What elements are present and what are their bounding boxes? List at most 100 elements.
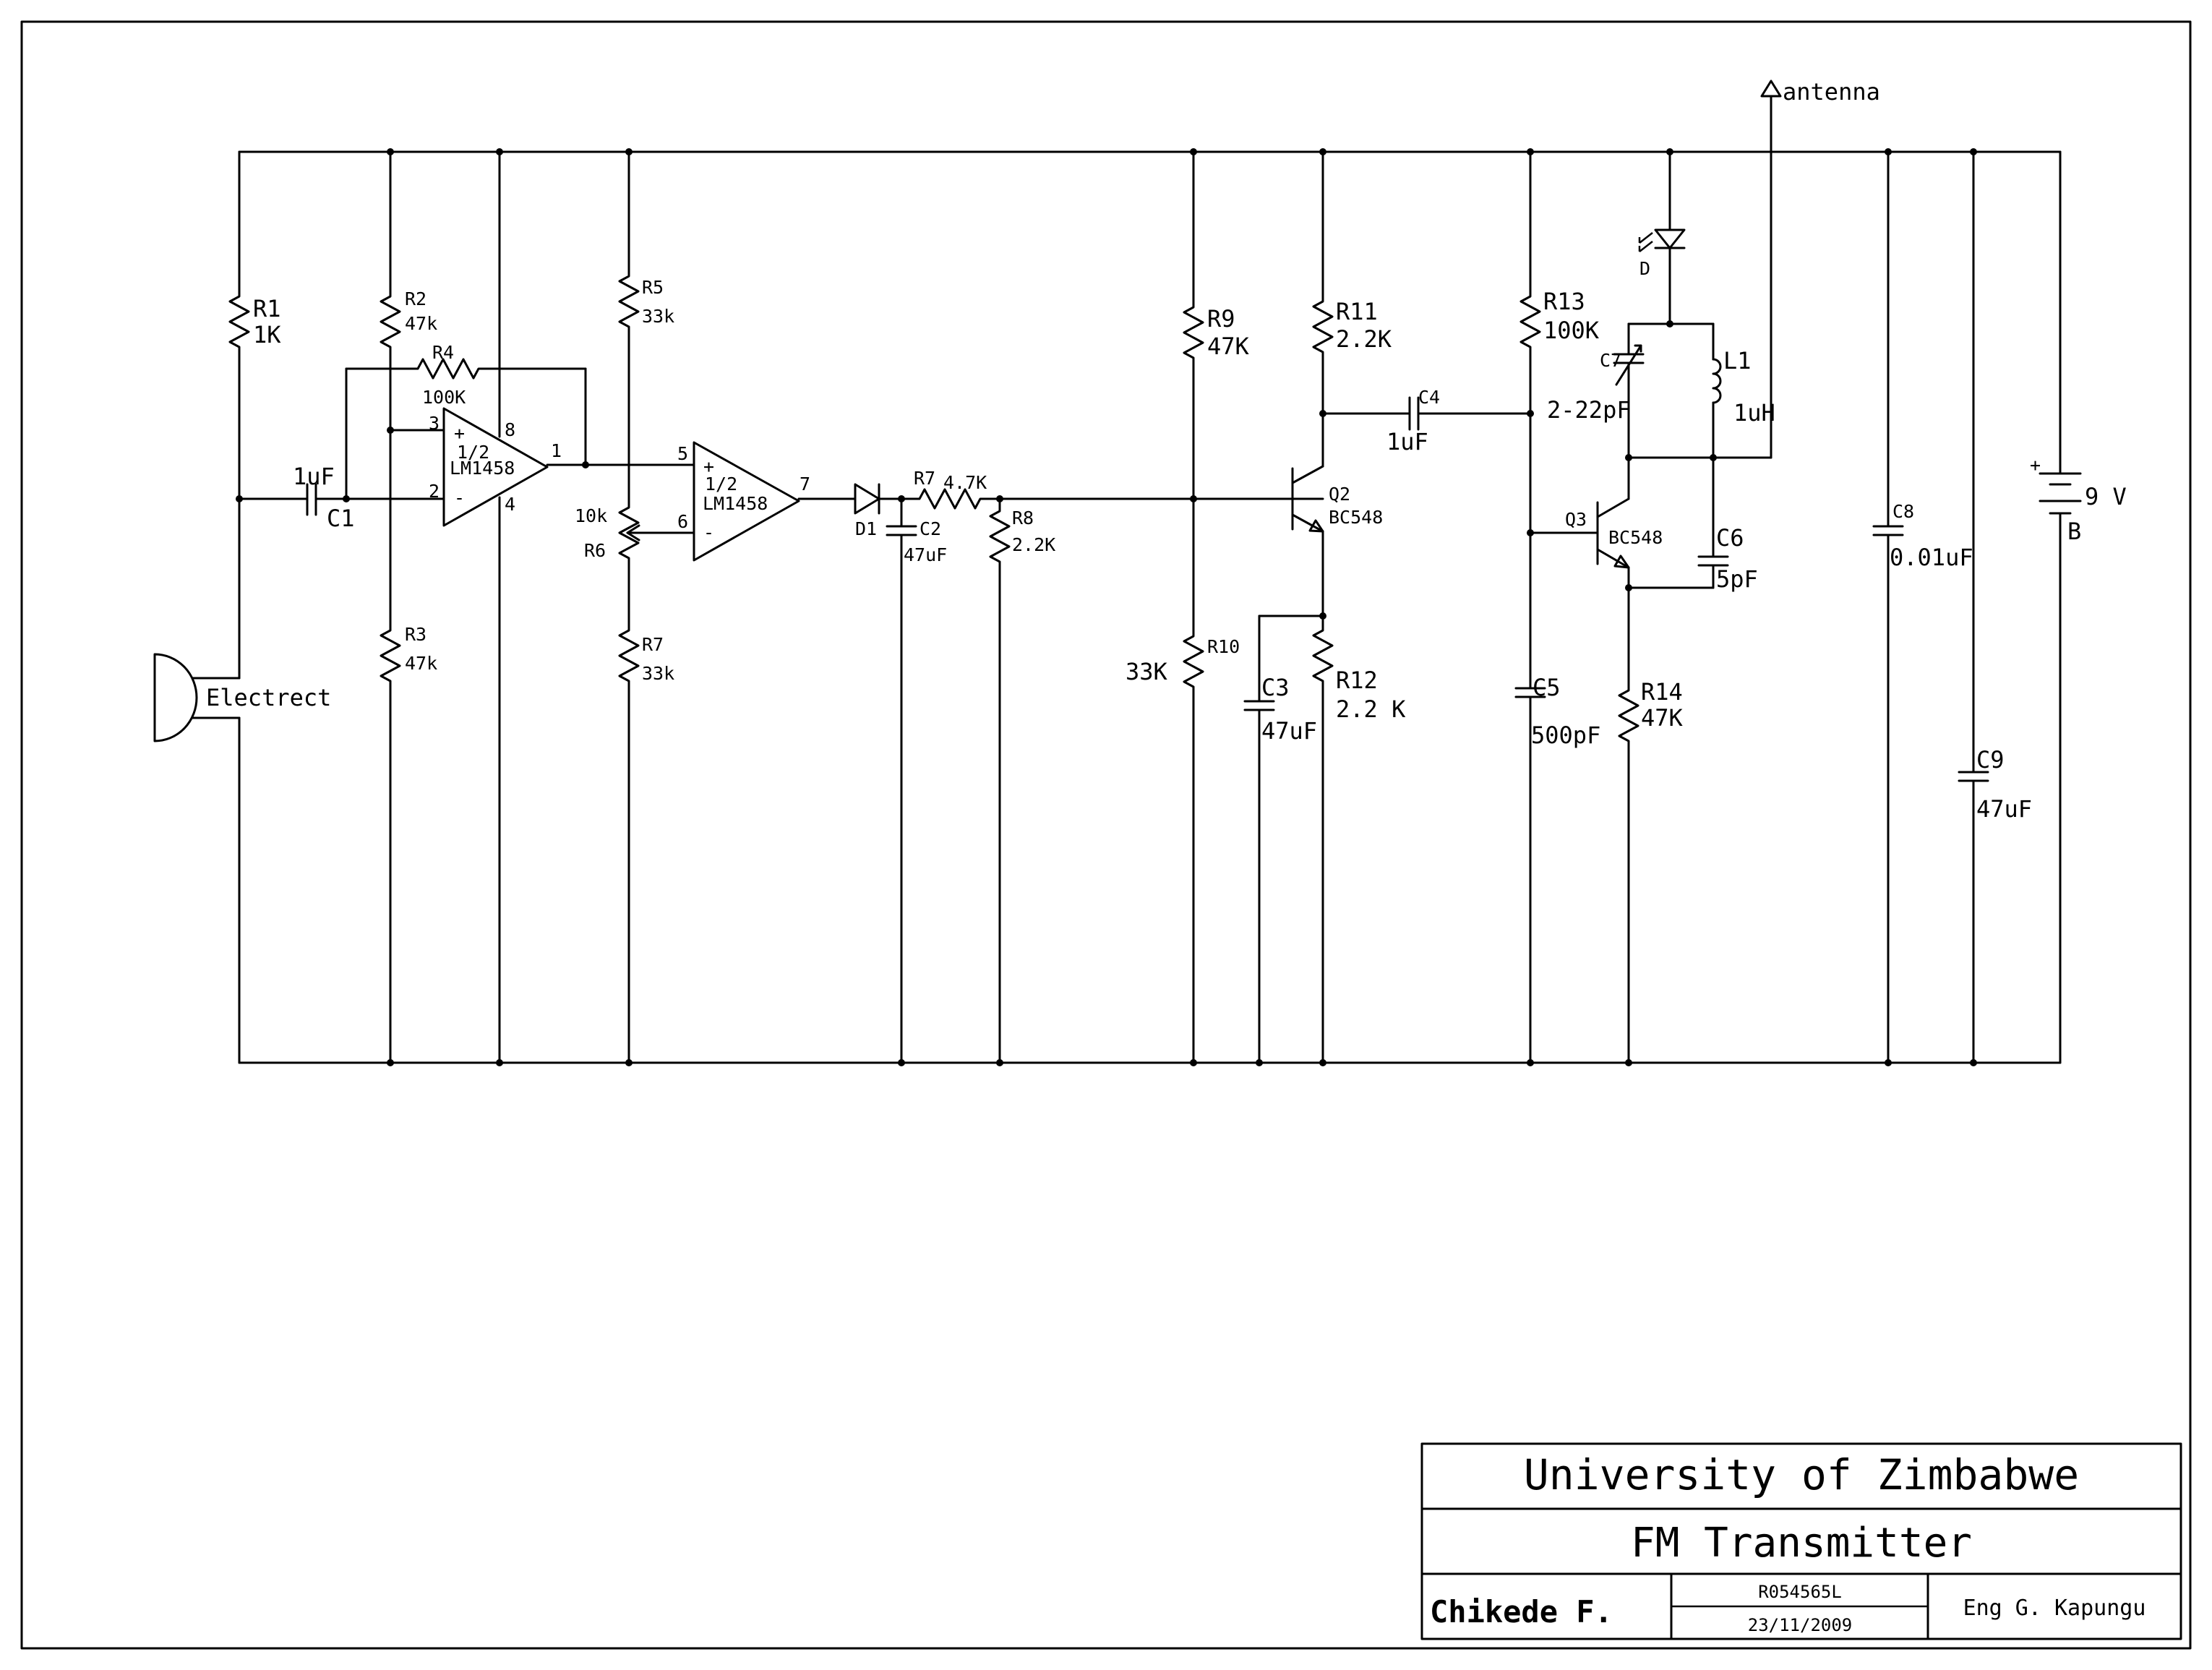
u1-half: 1/2 [457, 442, 489, 463]
opamp-2-stage [618, 150, 857, 1064]
c5-value: 500pF [1531, 721, 1600, 749]
c2-value: 47uF [904, 544, 947, 565]
u2-pin-6: 6 [677, 511, 688, 532]
battery-value: 9 V [2085, 483, 2127, 510]
r6-value: 10k [575, 505, 607, 526]
r5-ref: R5 [642, 277, 664, 298]
r9-ref: R9 [1207, 305, 1235, 333]
u2-pin-7: 7 [800, 474, 810, 494]
battery-symbol [2039, 472, 2082, 526]
c6-value: 5pF [1716, 565, 1758, 593]
r10-value: 33K [1126, 658, 1168, 685]
u2-minus: - [703, 522, 714, 543]
r3-ref: R3 [405, 624, 426, 645]
c9-value: 47uF [1976, 795, 2032, 823]
q2-amplifier-stage [1183, 150, 1532, 1064]
title-block-date: 23/11/2009 [1748, 1615, 1853, 1635]
r7a-ref: R7 [642, 634, 664, 655]
r10-ref: R10 [1207, 636, 1240, 657]
opamp-1-stage [345, 150, 681, 1064]
r3-value: 47k [405, 653, 437, 674]
u1-pin-2: 2 [429, 481, 440, 502]
c4-value: 1uF [1386, 428, 1428, 455]
u2-half: 1/2 [705, 474, 737, 494]
r7b-ref: R7 [914, 468, 935, 489]
r4-ref: R4 [432, 342, 454, 363]
r5-value: 33k [642, 306, 674, 327]
r11-value: 2.2K [1336, 325, 1392, 353]
led-symbol [1654, 228, 1686, 249]
u1-pin-4: 4 [505, 494, 515, 515]
l1-ref: L1 [1723, 347, 1752, 374]
r13-value: 100K [1543, 317, 1600, 344]
opamp-2-symbol [693, 441, 800, 562]
c8-ref: C8 [1892, 501, 1914, 522]
mic-label: Electrect [206, 684, 331, 711]
detector-filter [854, 483, 1324, 1064]
u1-pin-1: 1 [551, 440, 562, 461]
c7-value: 2-22pF [1547, 396, 1631, 424]
r9-value: 47K [1207, 333, 1250, 360]
c6-ref: C6 [1716, 524, 1744, 552]
battery-plus: + [2030, 455, 2041, 476]
r12-value: 2.2 K [1336, 695, 1406, 723]
c8-value: 0.01uF [1890, 544, 1973, 571]
title-block-institution: University of Zimbabwe [1524, 1450, 2079, 1499]
r1-value: 1K [253, 321, 281, 348]
d1-ref: D1 [855, 518, 877, 539]
r11-ref: R11 [1336, 298, 1378, 325]
r2-ref: R2 [405, 288, 426, 309]
c2-ref: C2 [919, 518, 941, 539]
r12-ref: R12 [1336, 667, 1378, 694]
c3-ref: C3 [1261, 674, 1290, 701]
title-block-title: FM Transmitter [1631, 1520, 1972, 1567]
opamp-1-symbol [442, 407, 549, 527]
supply-rails [238, 150, 2062, 1064]
c5-ref: C5 [1532, 674, 1561, 701]
c4-ref: C4 [1418, 387, 1440, 408]
title-block: University of Zimbabwe FM Transmitter Ch… [1420, 1442, 2182, 1640]
antenna-symbol [1760, 80, 1782, 98]
c1-value: 1uF [293, 463, 335, 490]
title-block-supervisor: Eng G. Kapungu [1963, 1596, 2146, 1621]
title-block-author: Chikede F. [1430, 1594, 1613, 1630]
r13-ref: R13 [1543, 288, 1585, 315]
r8-value: 2.2K [1012, 534, 1055, 555]
q2-ref: Q2 [1329, 484, 1350, 505]
junction-dots [236, 148, 1977, 1066]
supply-decoupling [1872, 150, 2082, 1064]
q2-value: BC548 [1329, 507, 1383, 528]
title-block-reg-no: R054565L [1758, 1582, 1842, 1602]
l1-inductor-symbol [1712, 358, 1722, 404]
u2-pin-5: 5 [677, 443, 688, 464]
q3-value: BC548 [1608, 527, 1663, 548]
battery-ref: B [2067, 518, 2081, 545]
c7-ref: C7 [1600, 350, 1621, 371]
u1-pin-3: 3 [429, 413, 440, 434]
u1-pin-8: 8 [505, 419, 515, 440]
r2-value: 47k [405, 313, 437, 334]
r1-ref: R1 [253, 295, 281, 322]
r7a-value: 33k [642, 663, 674, 684]
q3-ref: Q3 [1565, 509, 1587, 530]
antenna-label: antenna [1783, 78, 1880, 106]
led-ref: D [1639, 258, 1650, 279]
u2-plus: + [703, 456, 714, 477]
c9-ref: C9 [1976, 746, 2005, 774]
r14-ref: R14 [1641, 678, 1683, 706]
electret-mic-symbol [153, 653, 198, 742]
r8-ref: R8 [1012, 508, 1034, 528]
diode-d1-symbol [854, 483, 880, 515]
u1-minus: - [454, 487, 465, 508]
r7b-value: 4.7K [943, 472, 987, 493]
u1-plus: + [454, 423, 465, 444]
r4-value: 100K [422, 387, 466, 408]
u2-part: LM1458 [703, 493, 768, 514]
component-labels: R1 1K R2 47k R3 47k R4 100K 1uF C1 3 2 +… [206, 78, 2127, 823]
mic-input-stage [153, 150, 432, 1064]
c3-value: 47uF [1261, 717, 1317, 745]
r6-ref: R6 [584, 540, 606, 561]
c1-ref: C1 [327, 505, 355, 532]
u1-part: LM1458 [450, 458, 515, 479]
